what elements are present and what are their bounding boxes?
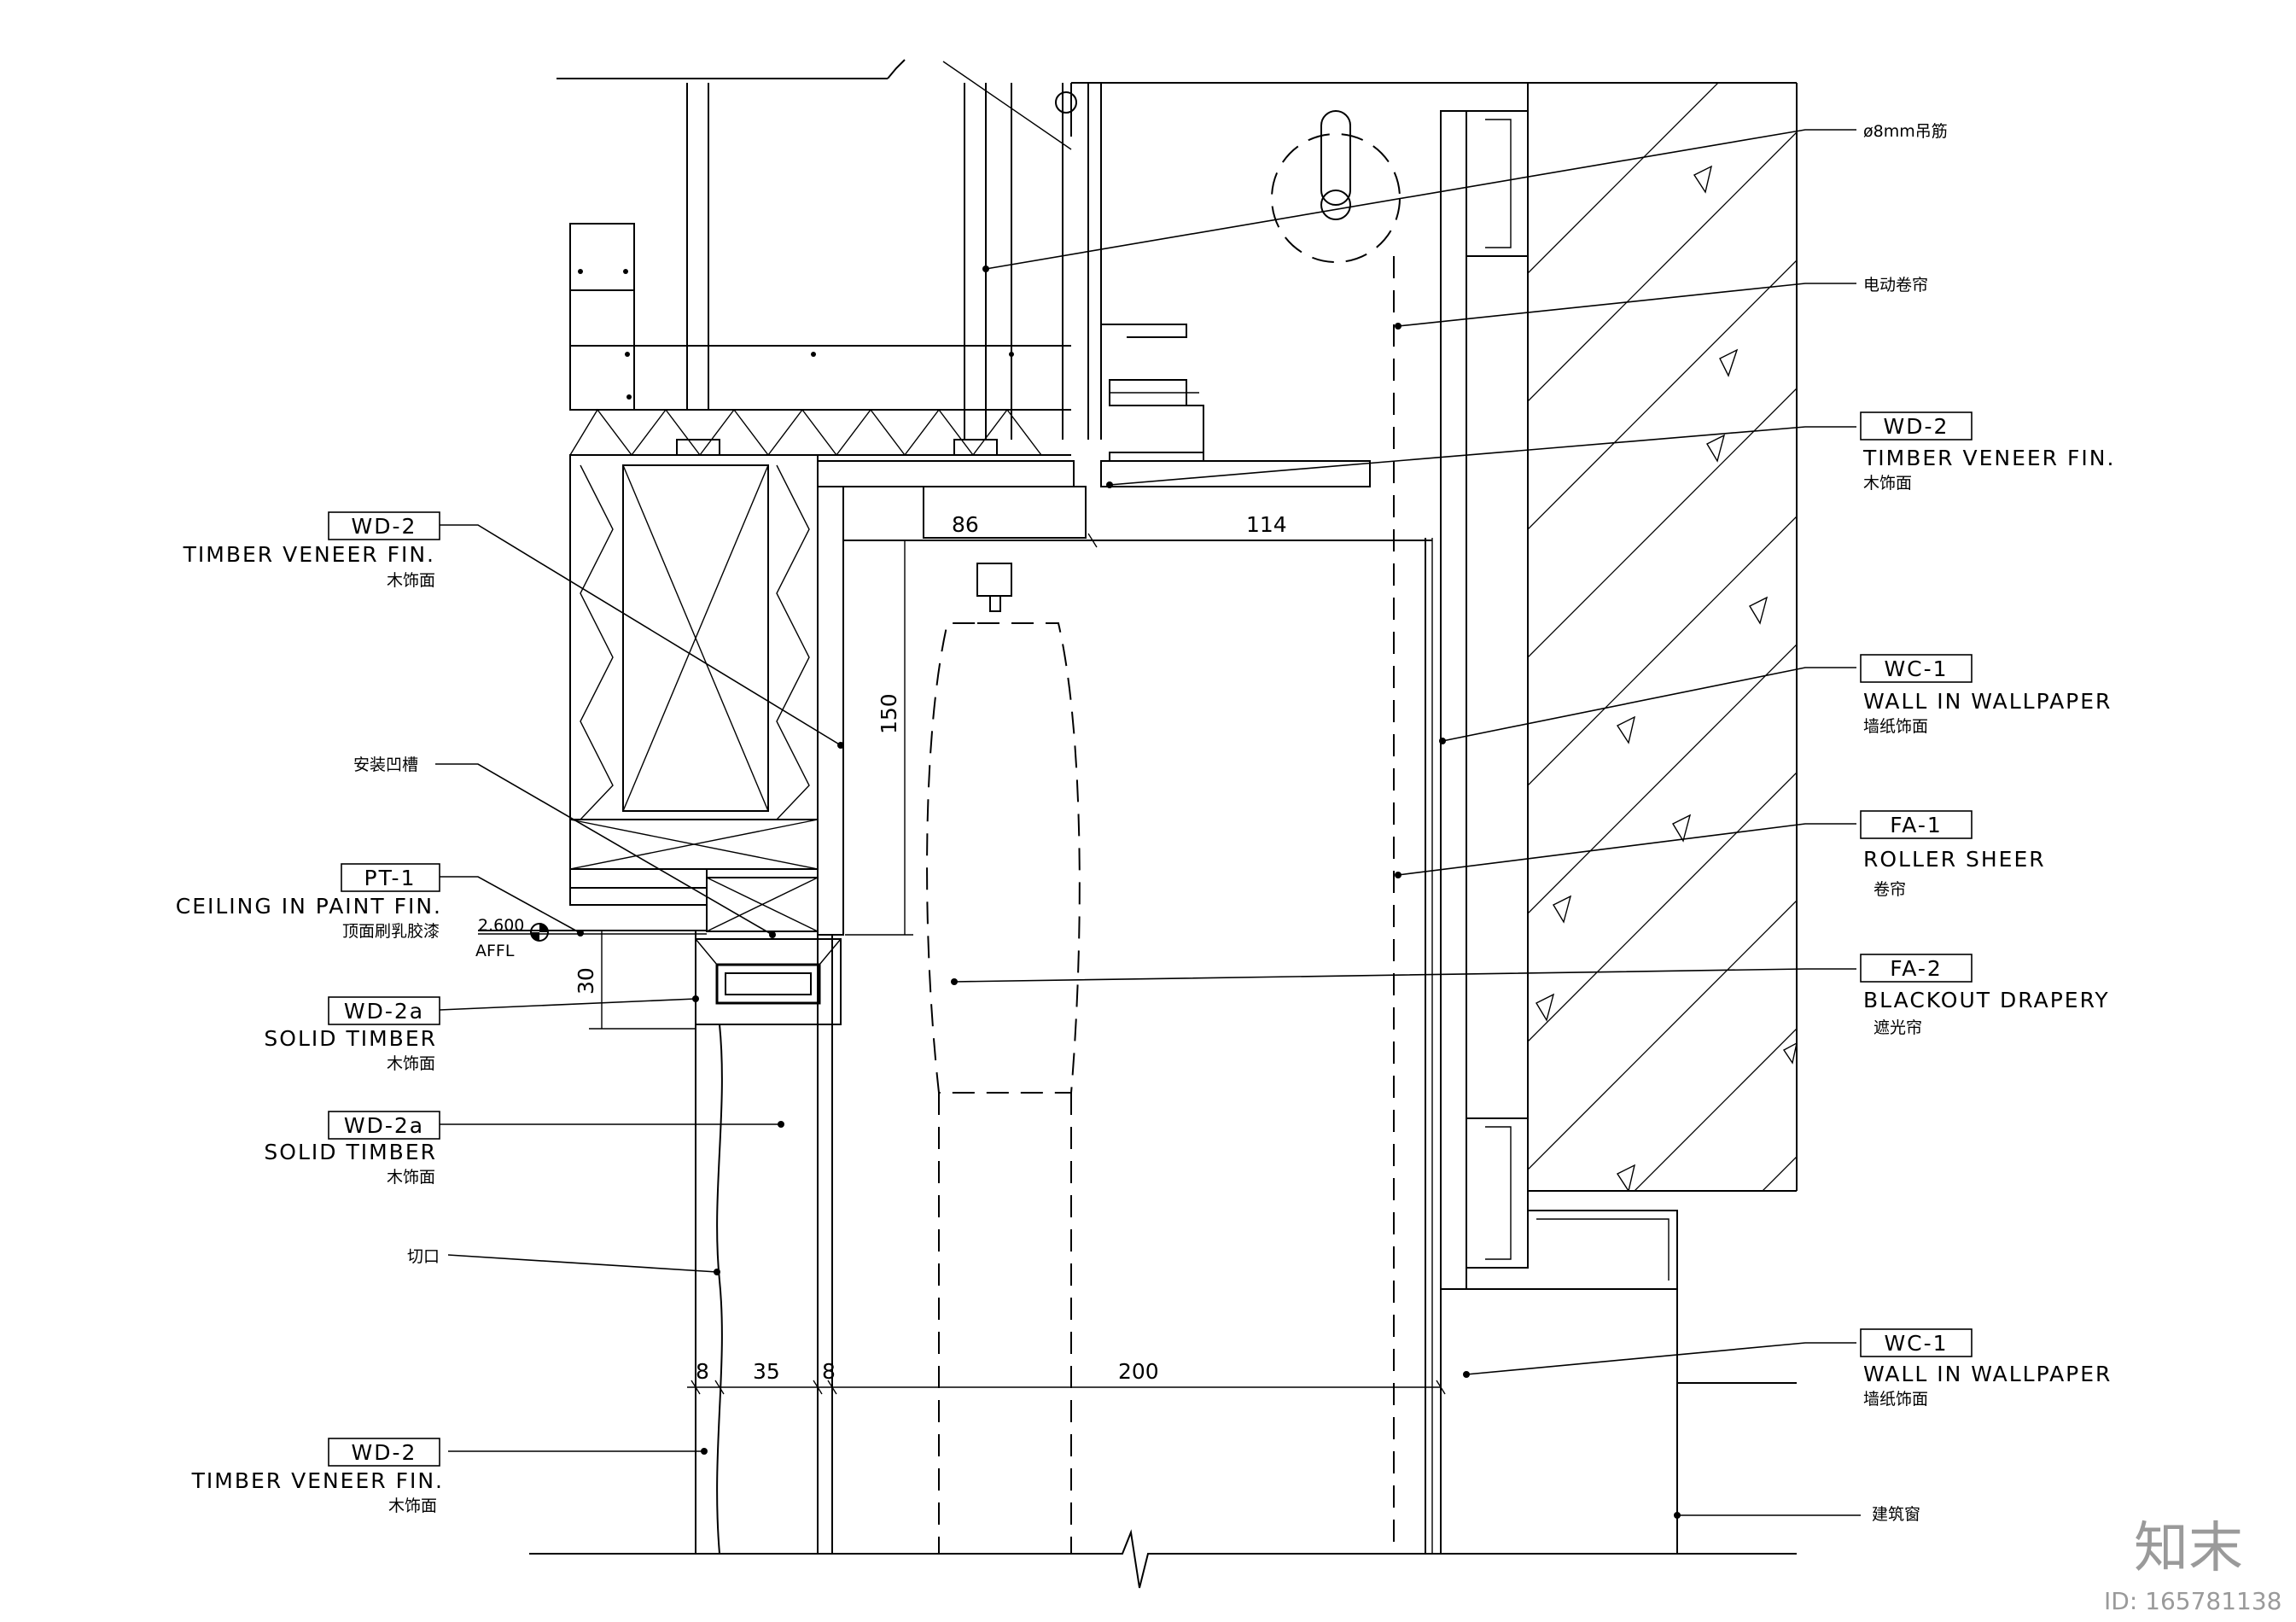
right-labels: ø8mm吊筋 电动卷帘 WD-2 TIMBER VENEER FIN. 木饰面 …	[1860, 122, 2115, 1524]
wd2a-2-tag: WD-2a	[344, 1113, 424, 1138]
wc1-bottom-cn: 墙纸饰面	[1863, 1390, 1928, 1409]
watermark-id: ID: 165781138	[2104, 1587, 2281, 1615]
wd2-bottom-en: TIMBER VENEER FIN.	[191, 1468, 444, 1493]
pt1-en: CEILING IN PAINT FIN.	[176, 894, 442, 919]
dim-86: 86	[952, 512, 979, 537]
dim-8b: 8	[822, 1359, 836, 1384]
watermark: 知末 ID: 165781138	[2104, 1517, 2281, 1615]
wd2a-1-en: SOLID TIMBER	[264, 1026, 437, 1051]
dim-150: 150	[877, 693, 901, 734]
fa1-cn: 卷帘	[1874, 880, 1906, 899]
level-unit: AFFL	[475, 942, 515, 960]
groove-cn: 安装凹槽	[353, 756, 418, 774]
wd2-top-tag: WD-2	[352, 514, 417, 539]
wd2-bottom-cn: 木饰面	[388, 1497, 437, 1515]
window-cn: 建筑窗	[1872, 1505, 1920, 1524]
fa1-tag: FA-1	[1890, 813, 1943, 837]
wc1-bottom-tag: WC-1	[1884, 1331, 1948, 1356]
fa2-en: BLACKOUT DRAPERY	[1863, 988, 2110, 1012]
wd2-right-cn: 木饰面	[1863, 474, 1912, 493]
wd2-top-cn: 木饰面	[387, 571, 435, 590]
wc1-top-tag: WC-1	[1884, 656, 1948, 681]
left-labels: WD-2 TIMBER VENEER FIN. 木饰面 安装凹槽 PT-1 CE…	[176, 511, 549, 1515]
wd2a-2-en: SOLID TIMBER	[264, 1140, 437, 1164]
level-marker-icon	[530, 923, 549, 942]
wd2-right-tag: WD-2	[1884, 414, 1949, 439]
wd2-right-en: TIMBER VENEER FIN.	[1862, 446, 2115, 470]
rod-cn: ø8mm吊筋	[1863, 122, 1948, 141]
dimensions: 86 114 150 30 8 35 8 200	[574, 512, 1446, 1395]
concrete-hatch	[1528, 83, 1797, 1191]
level-value: 2.600	[478, 916, 524, 935]
wd2-bottom-tag: WD-2	[352, 1440, 417, 1465]
fa1-en: ROLLER SHEER	[1863, 847, 2046, 872]
pt1-tag: PT-1	[364, 866, 417, 890]
dim-35: 35	[753, 1359, 780, 1384]
curtains	[926, 256, 1395, 1554]
wc1-top-en: WALL IN WALLPAPER	[1863, 689, 2112, 714]
cut-cn: 切口	[407, 1247, 440, 1266]
wd2-top-en: TIMBER VENEER FIN.	[183, 542, 435, 567]
wd2a-1-tag: WD-2a	[344, 999, 424, 1024]
dim-8a: 8	[696, 1359, 709, 1384]
fa2-tag: FA-2	[1890, 956, 1943, 981]
motor-cn: 电动卷帘	[1863, 276, 1928, 295]
leaders	[435, 129, 1861, 1519]
fa2-cn: 遮光帘	[1874, 1018, 1922, 1037]
wc1-bottom-en: WALL IN WALLPAPER	[1863, 1362, 2112, 1386]
dim-114: 114	[1246, 512, 1287, 537]
structure	[478, 59, 1798, 1589]
wd2a-2-cn: 木饰面	[387, 1168, 435, 1187]
dim-200: 200	[1118, 1359, 1159, 1384]
dim-30: 30	[574, 967, 598, 995]
wc1-top-cn: 墙纸饰面	[1863, 717, 1928, 736]
wd2a-1-cn: 木饰面	[387, 1054, 435, 1073]
pt1-cn: 顶面刷乳胶漆	[342, 922, 440, 941]
watermark-logo: 知末	[2134, 1517, 2243, 1580]
